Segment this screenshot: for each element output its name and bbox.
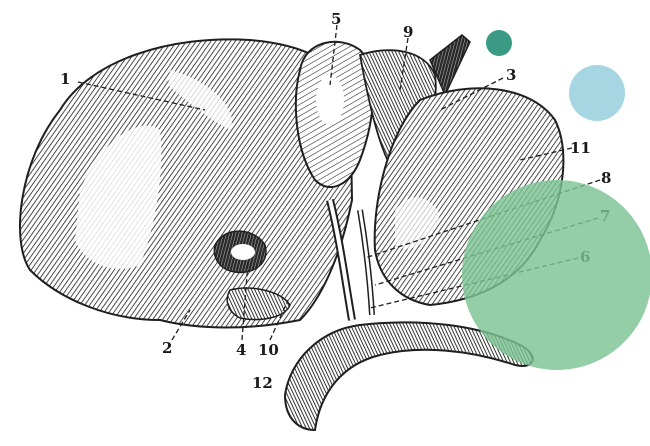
caudate-hole	[231, 244, 255, 260]
label-2: 2	[162, 339, 172, 357]
decor-dot-teal	[486, 30, 512, 56]
label-11: 11	[570, 139, 591, 157]
label-1: 1	[60, 70, 70, 88]
label-4: 4	[236, 341, 246, 359]
label-3: 3	[506, 66, 516, 84]
decor-dot-light-blue	[569, 65, 625, 121]
label-10: 10	[258, 341, 279, 359]
label-12: 12	[252, 374, 273, 392]
label-8: 8	[601, 169, 611, 187]
label-5: 5	[331, 10, 341, 28]
label-9-top: 9	[403, 23, 413, 41]
decor-dot-green	[462, 180, 650, 370]
